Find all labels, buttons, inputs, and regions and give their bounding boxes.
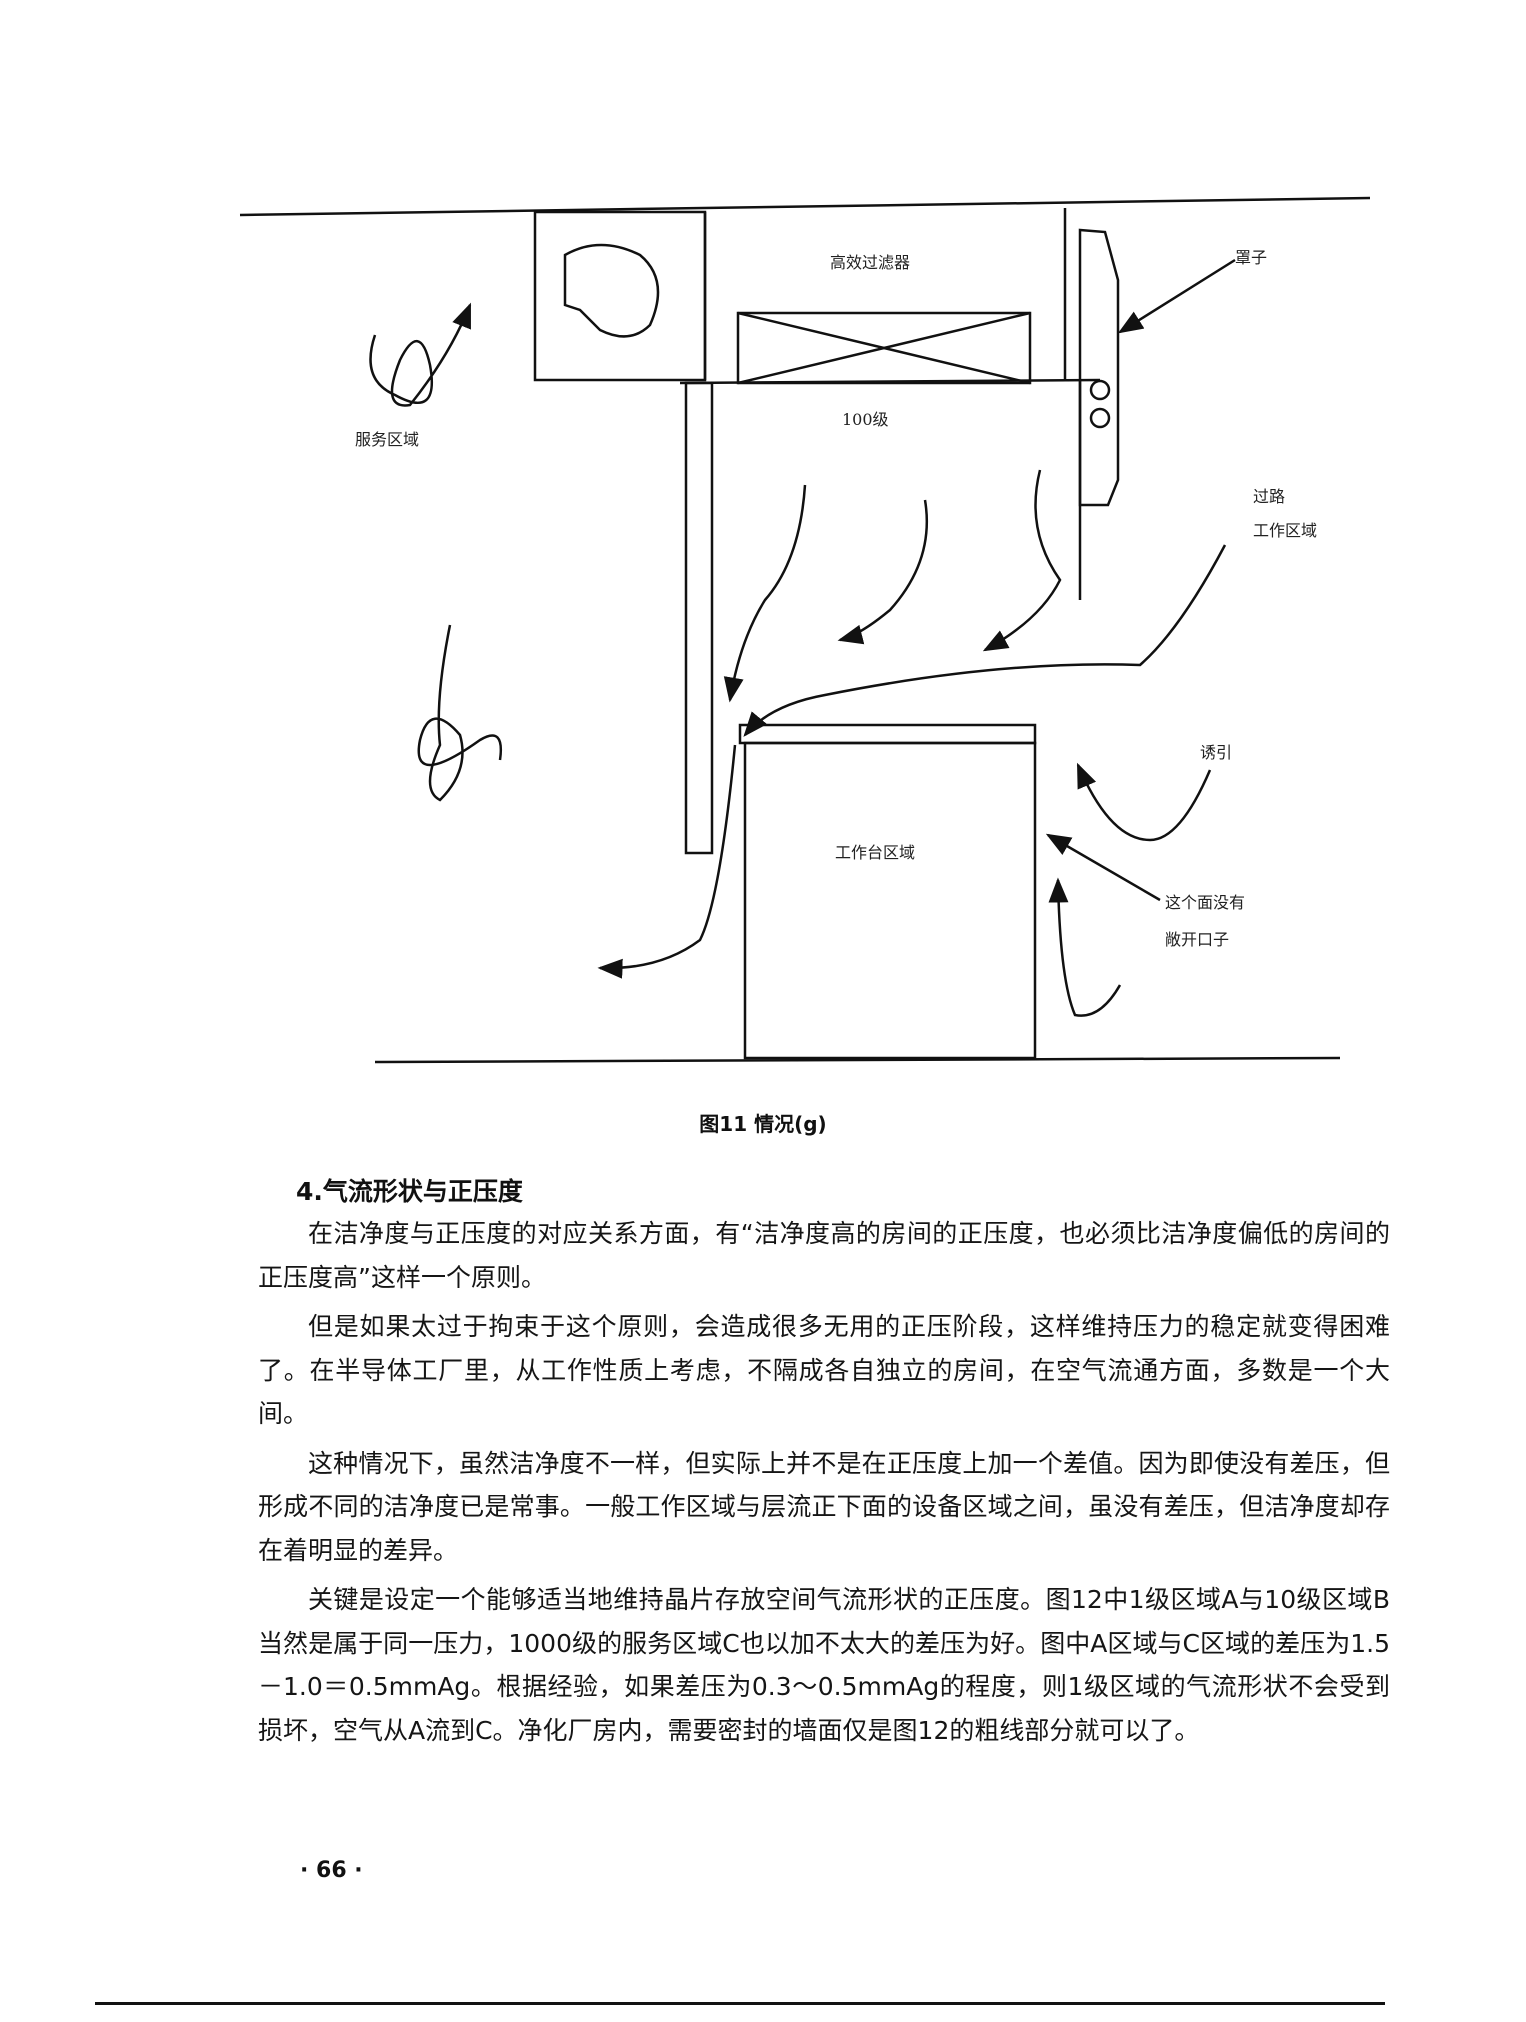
page-number: · 66 · bbox=[300, 1858, 363, 1883]
airflow-arrow-3 bbox=[982, 469, 1062, 652]
class-100-label: 100级 bbox=[842, 410, 889, 429]
induction-label: 诱引 bbox=[1200, 743, 1232, 762]
hood bbox=[1078, 228, 1120, 507]
fan-icon bbox=[563, 243, 660, 338]
airflow-arrow-2 bbox=[837, 499, 929, 645]
section-heading: 4.气流形状与正压度 bbox=[296, 1177, 523, 1206]
body-text: 在洁净度与正压度的对应关系方面，有“洁净度高的房间的正压度，也必须比洁净度偏低的… bbox=[258, 1212, 1390, 1758]
turbulence-scribble-1 bbox=[369, 302, 472, 407]
turbulence-scribble-2 bbox=[417, 624, 503, 802]
workbench-body bbox=[743, 741, 1037, 1060]
airflow-arrow-induction bbox=[1076, 762, 1212, 842]
airflow-arrow-6 bbox=[1048, 877, 1122, 1017]
left-partition bbox=[684, 381, 714, 855]
paragraph-1: 在洁净度与正压度的对应关系方面，有“洁净度高的房间的正压度，也必须比洁净度偏低的… bbox=[258, 1219, 1390, 1292]
aisle-label-line2: 工作区域 bbox=[1253, 521, 1317, 540]
paragraph-4: 关键是设定一个能够适当地维持晶片存放空间气流形状的正压度。图12中1级区域A与1… bbox=[258, 1585, 1390, 1745]
filter-ceiling-line bbox=[679, 378, 1101, 385]
figure-caption: 图11 情况(g) bbox=[699, 1112, 827, 1136]
hood-leader bbox=[1117, 258, 1236, 334]
hood-label: 罩子 bbox=[1235, 248, 1267, 267]
paragraph-3: 这种情况下，虽然洁净度不一样，但实际上并不是在正压度上加一个差值。因为即使没有差… bbox=[258, 1448, 1390, 1565]
no-opening-label-line1: 这个面没有 bbox=[1165, 893, 1245, 912]
workbench-top bbox=[738, 723, 1037, 745]
aisle-label-line1: 过路 bbox=[1253, 487, 1285, 506]
ceiling-line bbox=[239, 196, 1371, 217]
hood-circle-top bbox=[1089, 379, 1111, 401]
no-opening-label-line2: 敞开口子 bbox=[1165, 930, 1229, 949]
hepa-filter-box bbox=[736, 311, 1032, 385]
hepa-filter-label: 高效过滤器 bbox=[830, 253, 910, 272]
airflow-arrow-5 bbox=[597, 744, 737, 979]
workbench-area-label: 工作台区域 bbox=[835, 843, 915, 862]
airflow-diagram: 高效过滤器 罩子 100级 服务区域 过路 工作区域 诱引 工作台区域 这个面没… bbox=[239, 196, 1371, 1064]
fan-unit-box bbox=[533, 210, 707, 382]
no-opening-leader bbox=[1045, 833, 1161, 902]
paragraph-2: 但是如果太过于拘束于这个原则，会造成很多无用的正压阶段，这样维持压力的稳定就变得… bbox=[258, 1312, 1390, 1428]
airflow-arrow-1 bbox=[723, 484, 807, 703]
floor-line bbox=[374, 1056, 1341, 1064]
airflow-arrow-4 bbox=[743, 544, 1227, 737]
bottom-rule bbox=[95, 2002, 1385, 2005]
hood-circle-bottom bbox=[1089, 407, 1111, 429]
service-area-label: 服务区域 bbox=[355, 430, 419, 449]
